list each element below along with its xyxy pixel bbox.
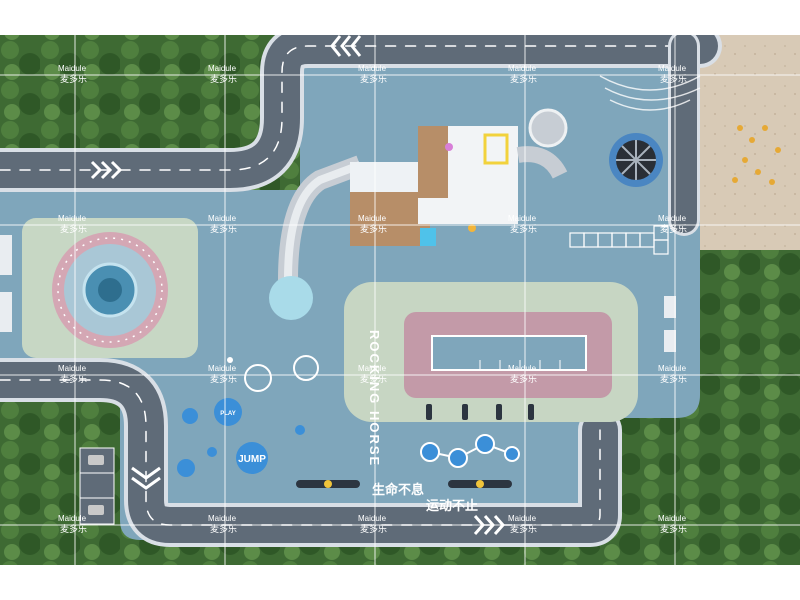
svg-text:Maidule: Maidule [58,214,87,223]
svg-text:麦多乐: 麦多乐 [510,523,537,535]
parking-spots [79,447,115,525]
svg-text:麦多乐: 麦多乐 [510,73,537,85]
svg-text:麦多乐: 麦多乐 [210,373,237,385]
svg-text:麦多乐: 麦多乐 [360,523,387,535]
svg-text:Maidule: Maidule [508,364,537,373]
svg-text:麦多乐: 麦多乐 [660,373,687,385]
hopscotch [569,225,669,255]
svg-text:Maidule: Maidule [658,214,687,223]
svg-text:Maidule: Maidule [658,364,687,373]
dot-path-game [420,434,520,468]
svg-text:麦多乐: 麦多乐 [210,73,237,85]
slogan-line-2: 运动不止 [426,498,478,514]
svg-text:Maidule: Maidule [358,364,387,373]
slide-landing-pad [269,276,313,320]
svg-text:Maidule: Maidule [58,64,87,73]
svg-text:麦多乐: 麦多乐 [210,523,237,535]
svg-text:Maidule: Maidule [508,64,537,73]
svg-text:Maidule: Maidule [208,514,237,523]
slogan-line-1: 生命不息 [372,482,424,498]
svg-text:Maidule: Maidule [508,514,537,523]
svg-text:Maidule: Maidule [208,64,237,73]
court-dots [177,355,319,477]
play-label: PLAY [220,411,235,417]
svg-text:Maidule: Maidule [208,364,237,373]
svg-text:麦多乐: 麦多乐 [660,223,687,235]
spiral-slide [516,146,568,179]
sand-pit [700,35,800,250]
seesaws [296,480,512,488]
svg-text:Maidule: Maidule [58,364,87,373]
svg-text:Maidule: Maidule [358,214,387,223]
svg-text:麦多乐: 麦多乐 [360,223,387,235]
svg-text:麦多乐: 麦多乐 [210,223,237,235]
svg-text:麦多乐: 麦多乐 [660,73,687,85]
svg-text:Maidule: Maidule [358,514,387,523]
merry-go-round [609,133,663,187]
svg-text:Maidule: Maidule [358,64,387,73]
svg-text:麦多乐: 麦多乐 [60,523,87,535]
sand-stepping-stones [732,125,781,185]
jump-badge [236,442,268,474]
svg-text:麦多乐: 麦多乐 [60,373,87,385]
svg-text:麦多乐: 麦多乐 [360,73,387,85]
svg-text:麦多乐: 麦多乐 [660,523,687,535]
svg-text:Maidule: Maidule [658,64,687,73]
play-badge [214,398,242,426]
svg-text:麦多乐: 麦多乐 [510,223,537,235]
svg-text:麦多乐: 麦多乐 [60,223,87,235]
svg-text:Maidule: Maidule [208,214,237,223]
svg-text:Maidule: Maidule [508,214,537,223]
top-margin [0,0,800,35]
svg-text:麦多乐: 麦多乐 [360,373,387,385]
svg-text:麦多乐: 麦多乐 [510,373,537,385]
svg-text:Maidule: Maidule [658,514,687,523]
benches [0,235,676,352]
jump-label: JUMP [238,454,266,465]
rocking-horses [426,404,534,420]
bottom-margin [0,565,800,600]
svg-text:麦多乐: 麦多乐 [60,73,87,85]
svg-text:Maidule: Maidule [58,514,87,523]
track-ticks [479,360,561,370]
